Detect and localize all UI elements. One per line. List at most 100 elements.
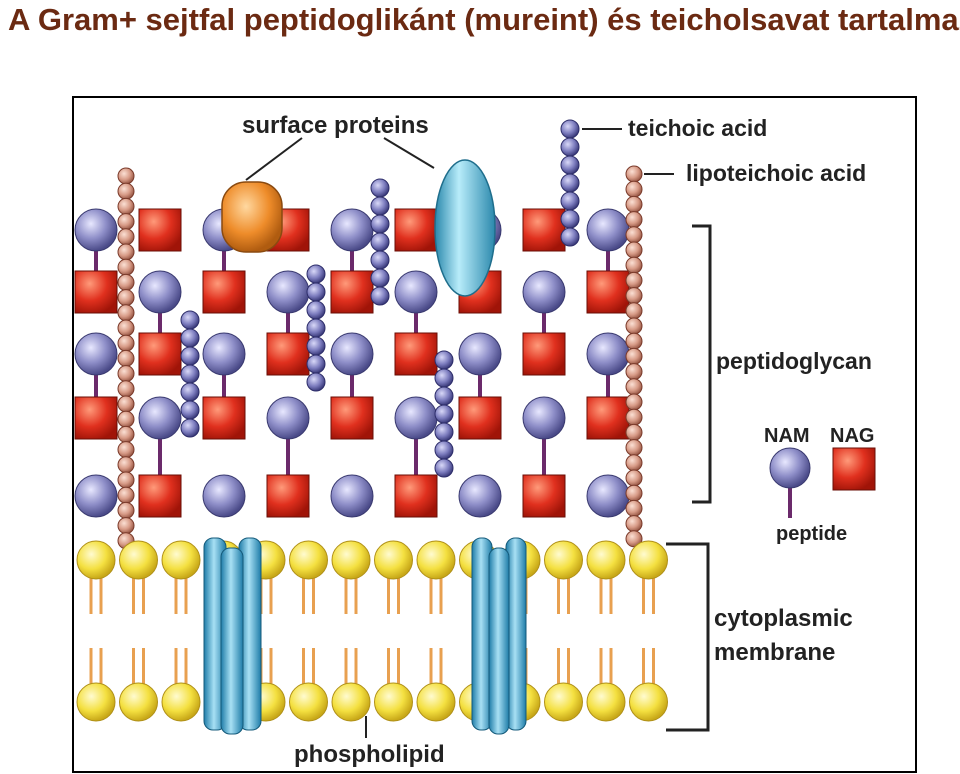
lipoteichoic-bead [118, 472, 134, 488]
lipoteichoic-bead [118, 290, 134, 306]
teichoic-bead [307, 265, 325, 283]
cytoplasmic-membrane [77, 541, 668, 721]
lipoteichoic-bead [626, 318, 642, 334]
nag-square [75, 271, 117, 313]
teichoic-bead [181, 401, 199, 419]
lipoteichoic-bead [626, 440, 642, 456]
teichoic-bead [561, 156, 579, 174]
label-teichoic-acid: teichoic acid [628, 115, 767, 141]
teichoic-bead [307, 337, 325, 355]
phospholipid-head [375, 541, 413, 579]
nam-sphere [139, 271, 181, 313]
label-membrane: membrane [714, 639, 835, 666]
lipoteichoic-bead [626, 288, 642, 304]
lipoteichoic-bead [626, 196, 642, 212]
slide-title: A Gram+ sejtfal peptidoglikánt (mureint)… [8, 2, 960, 38]
phospholipid-head [545, 683, 583, 721]
lipoteichoic-bead [626, 500, 642, 516]
teichoic-bead [181, 419, 199, 437]
lipoteichoic-bead [118, 381, 134, 397]
teichoic-bead [561, 228, 579, 246]
membrane-bracket [666, 544, 708, 730]
lipoteichoic-bead [626, 364, 642, 380]
nag-square [267, 475, 309, 517]
nag-square [139, 475, 181, 517]
teichoic-bead [435, 441, 453, 459]
lipoteichoic-bead [626, 485, 642, 501]
teichoic-bead [181, 347, 199, 365]
teichoic-bead [371, 179, 389, 197]
nam-sphere [139, 397, 181, 439]
membrane-protein-right [472, 538, 526, 734]
teichoic-bead [435, 369, 453, 387]
lipoteichoic-bead [118, 259, 134, 275]
phospholipid-head [290, 541, 328, 579]
label-cytoplasmic: cytoplasmic [714, 605, 853, 632]
teichoic-bead [435, 423, 453, 441]
teichoic-bead [307, 301, 325, 319]
nag-square [139, 209, 181, 251]
nam-sphere [331, 475, 373, 517]
lipoteichoic-bead [626, 379, 642, 395]
teichoic-bead [181, 311, 199, 329]
lipoteichoic-bead [118, 183, 134, 199]
nam-sphere [203, 475, 245, 517]
nag-square [203, 271, 245, 313]
label-phospholipid: phospholipid [294, 741, 445, 768]
nam-sphere [523, 397, 565, 439]
teichoic-bead [435, 351, 453, 369]
surface-protein-blue [435, 160, 495, 296]
lipoteichoic-bead [118, 244, 134, 260]
phospholipid-head [162, 541, 200, 579]
phospholipid-head [77, 683, 115, 721]
nam-sphere [331, 333, 373, 375]
nag-square [331, 271, 373, 313]
phospholipid-head [587, 541, 625, 579]
lipoteichoic-bead [118, 411, 134, 427]
teichoic-bead [435, 405, 453, 423]
label-nam: NAM [764, 425, 810, 447]
phospholipid-head [77, 541, 115, 579]
lipoteichoic-bead [626, 212, 642, 228]
teichoic-bead [561, 138, 579, 156]
lipoteichoic-bead [626, 516, 642, 532]
surface-protein-orange [222, 182, 282, 252]
nam-sphere [523, 271, 565, 313]
lipoteichoic-bead [626, 409, 642, 425]
lipoteichoic-bead [118, 442, 134, 458]
teichoic-bead [181, 329, 199, 347]
nag-square [267, 333, 309, 375]
label-peptide: peptide [776, 523, 847, 545]
phospholipid-head [630, 683, 668, 721]
lipoteichoic-bead [626, 348, 642, 364]
phospholipid-head [630, 541, 668, 579]
membrane-protein-left [204, 538, 261, 734]
nam-sphere-icon [770, 448, 810, 488]
lipoteichoic-bead [626, 303, 642, 319]
nag-square [523, 475, 565, 517]
lipoteichoic-bead [626, 424, 642, 440]
teichoic-bead [561, 210, 579, 228]
lipoteichoic-bead [118, 168, 134, 184]
lipoteichoic-bead [118, 366, 134, 382]
nam-sphere [395, 397, 437, 439]
lipoteichoic-bead [626, 257, 642, 273]
phospholipid-head [587, 683, 625, 721]
teichoic-bead [371, 269, 389, 287]
lipoteichoic-bead [118, 518, 134, 534]
phospholipid-head [375, 683, 413, 721]
lipoteichoic-bead [626, 455, 642, 471]
phospholipid-head [290, 683, 328, 721]
teichoic-bead [181, 365, 199, 383]
teichoic-bead [307, 319, 325, 337]
lipoteichoic-bead [118, 214, 134, 230]
nag-square [587, 397, 629, 439]
teichoic-bead [307, 373, 325, 391]
nag-square-icon [833, 448, 875, 490]
lipoteichoic-bead [118, 229, 134, 245]
nag-square [523, 209, 565, 251]
nag-square [587, 271, 629, 313]
phospholipid-head [417, 683, 455, 721]
lipoteichoic-bead [626, 227, 642, 243]
teichoic-bead [371, 251, 389, 269]
